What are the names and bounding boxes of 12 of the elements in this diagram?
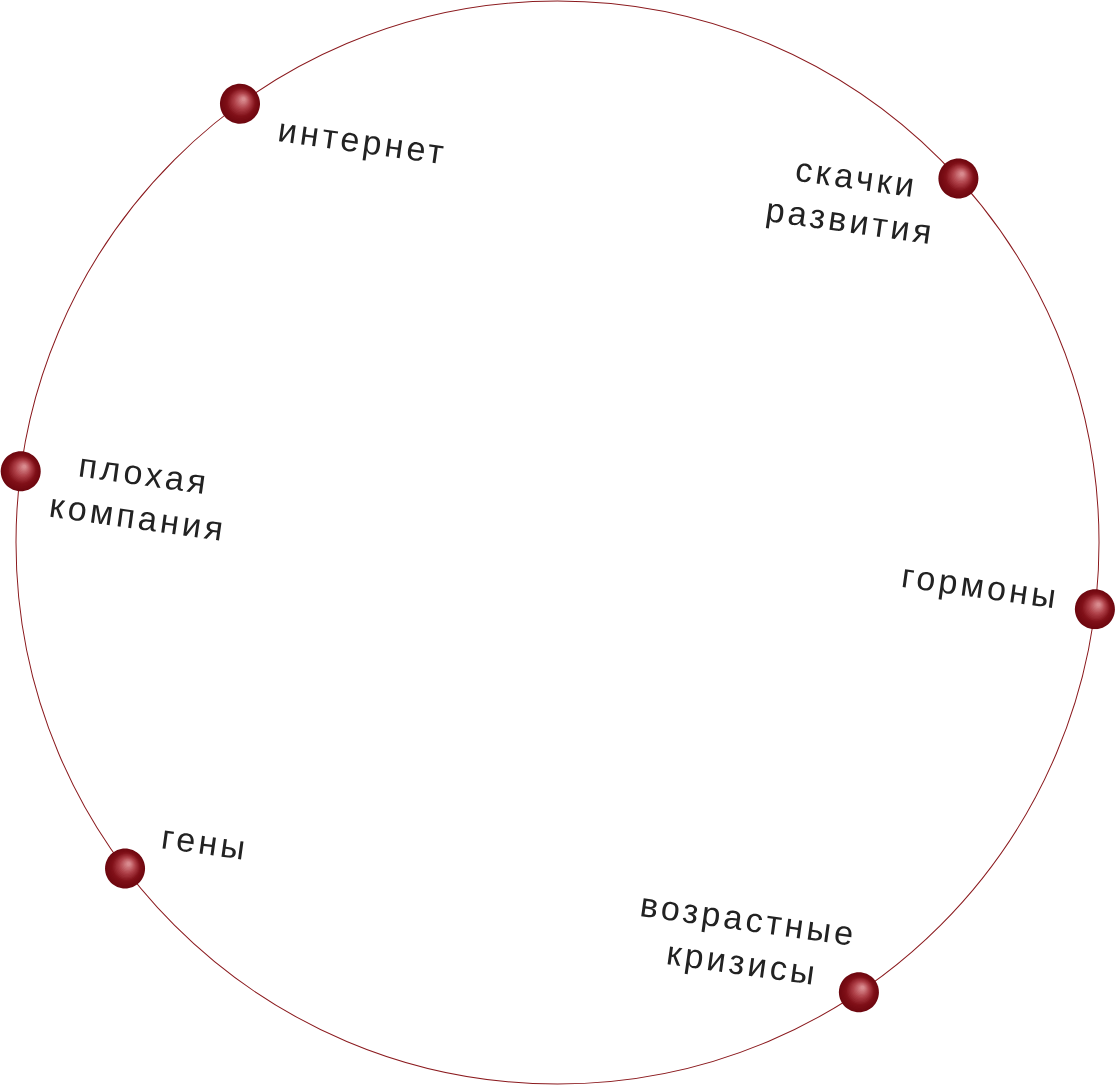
dot <box>220 83 260 124</box>
dot <box>1074 589 1115 630</box>
dot <box>0 451 41 492</box>
label: гормоны <box>902 569 1055 609</box>
label: гены <box>162 830 244 860</box>
dot <box>105 848 146 889</box>
dot <box>838 972 879 1013</box>
label: интернет <box>279 123 444 164</box>
label: скачки развития <box>765 163 930 244</box>
dot <box>938 158 979 199</box>
label: возрастные кризисы <box>641 898 852 985</box>
label: плохая компания <box>50 458 222 541</box>
